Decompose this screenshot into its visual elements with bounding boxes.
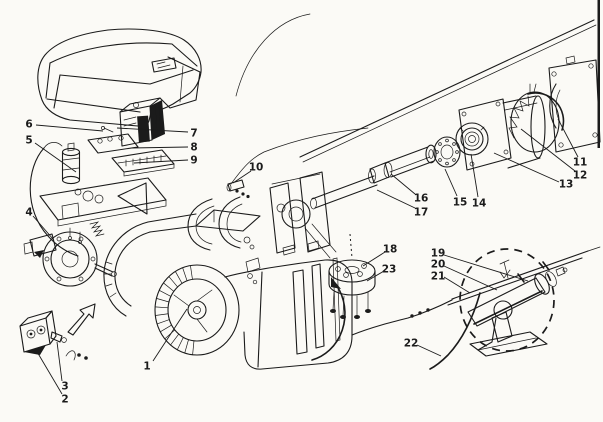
callout-leader-17 <box>376 189 416 209</box>
fan-cowl <box>508 83 565 153</box>
hood-cover <box>37 28 202 127</box>
nozzle-detail-inset <box>351 246 601 357</box>
callout-number-18: 18 <box>383 244 398 256</box>
callout-number-21: 21 <box>431 271 446 283</box>
head-plate <box>455 98 512 171</box>
callout-leader-8 <box>130 146 189 149</box>
capacitor <box>29 142 81 257</box>
callout-leader-4 <box>32 215 54 240</box>
callout-number-9: 9 <box>190 155 197 167</box>
chassis-plate <box>39 177 167 244</box>
callout-number-15: 15 <box>453 197 468 209</box>
callout-leader-1 <box>152 308 188 362</box>
callout-leader-16 <box>390 173 416 195</box>
callout-leader-9 <box>133 159 189 164</box>
callout-leader-14 <box>470 153 479 198</box>
anchor-mark <box>499 259 511 279</box>
callout-number-16: 16 <box>414 193 429 205</box>
callout-number-14: 14 <box>472 198 487 210</box>
flange-disc <box>433 136 461 168</box>
callout-number-19: 19 <box>431 248 446 260</box>
long-rod <box>235 13 597 163</box>
relay-base-plates <box>87 126 175 177</box>
callout-leader-20 <box>443 265 498 291</box>
leader-sweep-10 <box>230 127 369 185</box>
callout-number-8: 8 <box>190 142 197 154</box>
oil-pump <box>19 310 88 361</box>
callout-number-11: 11 <box>573 157 588 169</box>
page-edge <box>597 0 600 148</box>
fan-housing-right <box>195 209 353 370</box>
callout-number-2: 2 <box>61 394 68 406</box>
tube-collar <box>369 162 390 184</box>
nozzle-tube <box>467 277 546 327</box>
mount-flange <box>304 223 376 319</box>
fan-wheel <box>154 264 240 356</box>
callout-leader-18 <box>362 251 386 267</box>
blast-tube <box>310 144 437 210</box>
fan-housing-left <box>103 213 197 317</box>
direction-arrow <box>67 303 96 336</box>
air-damper-shells <box>187 196 243 251</box>
callout-leader-12 <box>520 128 576 172</box>
callout-leader-22 <box>416 344 442 357</box>
callout-leader-5 <box>34 142 77 173</box>
callout-number-12: 12 <box>573 170 588 182</box>
callout-number-22: 22 <box>404 338 419 350</box>
callout-leader-7 <box>116 127 189 133</box>
callout-leader-2 <box>35 349 63 395</box>
callout-leader-11 <box>557 118 579 158</box>
motor <box>23 231 117 287</box>
callout-number-5: 5 <box>25 135 32 147</box>
callout-leader-21 <box>443 276 471 294</box>
pump-fitting <box>50 331 63 343</box>
callout-leader-3 <box>56 341 63 382</box>
damper-frame <box>269 171 331 256</box>
dashed-circle <box>459 248 555 352</box>
callout-number-17: 17 <box>414 207 429 219</box>
callout-leader-10 <box>232 170 252 184</box>
callout-leader-23 <box>366 270 385 282</box>
control-box <box>119 97 165 147</box>
end-flange <box>548 55 601 153</box>
callout-number-20: 20 <box>431 259 446 271</box>
callout-leader-6 <box>35 124 104 132</box>
ignition-cable <box>351 299 453 336</box>
wire-loop <box>29 147 79 257</box>
callout-number-13: 13 <box>559 179 574 191</box>
callout-leader-13 <box>493 152 560 183</box>
callout-number-23: 23 <box>382 264 397 276</box>
callout-number-1: 1 <box>143 361 150 373</box>
callout-number-6: 6 <box>25 119 32 131</box>
callout-number-7: 7 <box>190 128 197 140</box>
callout-leader-19 <box>443 254 529 282</box>
damper-screws <box>226 127 369 199</box>
callout-number-4: 4 <box>25 207 32 219</box>
electrode-rods <box>447 250 589 306</box>
callout-leader-15 <box>444 168 458 197</box>
cable-22 <box>429 292 481 370</box>
callout-number-10: 10 <box>249 162 264 174</box>
motor-body <box>502 95 546 169</box>
callout-number-3: 3 <box>61 381 68 393</box>
fan-blades <box>154 265 195 356</box>
